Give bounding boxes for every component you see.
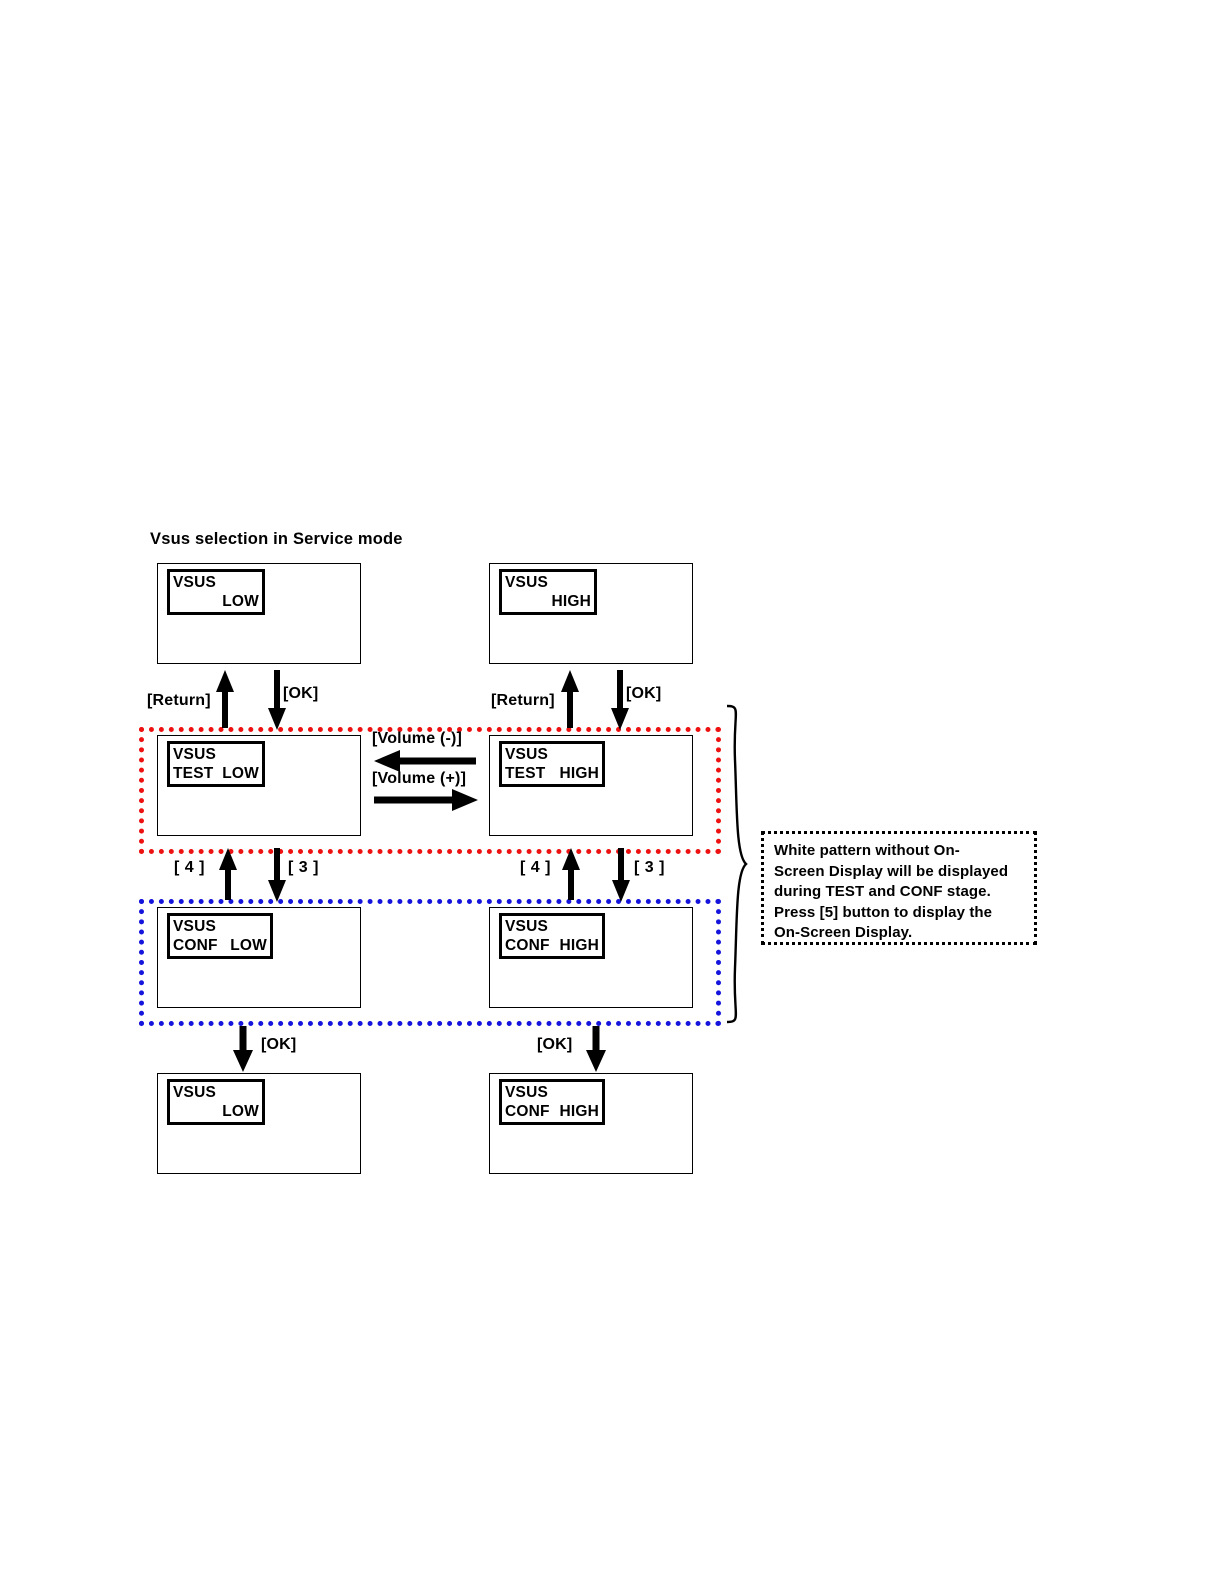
arrow-key4-left xyxy=(219,848,237,900)
osd-mode: TEST xyxy=(505,765,546,782)
osd-value: LOW xyxy=(222,765,259,782)
screen-vsus-conf-low[interactable]: VSUS CONF LOW xyxy=(157,907,361,1008)
label-volume-plus: [Volume (+)] xyxy=(372,770,467,787)
note-brace xyxy=(726,704,748,1024)
test-stage-group-outline xyxy=(139,727,721,854)
arrow-return-left xyxy=(216,670,234,728)
diagram-title: Vsus selection in Service mode xyxy=(150,530,403,548)
screen-vsus-test-high[interactable]: VSUS TEST HIGH xyxy=(489,735,693,836)
osd-vsus-conf-high: VSUS CONF HIGH xyxy=(499,913,605,959)
osd-title: VSUS xyxy=(173,918,217,935)
osd-value: LOW xyxy=(222,1103,259,1120)
osd-vsus-final-conf-high: VSUS CONF HIGH xyxy=(499,1079,605,1125)
label-ok-bottom-left: [OK] xyxy=(261,1036,297,1053)
note-line: Screen Display will be displayed xyxy=(774,862,1009,880)
arrow-key3-right xyxy=(612,848,630,902)
osd-vsus-final-low: VSUS LOW xyxy=(167,1079,265,1125)
label-ok-bottom-right: [OK] xyxy=(537,1036,573,1053)
osd-mode: CONF xyxy=(173,937,218,954)
label-key4-right: [ 4 ] xyxy=(520,859,551,876)
note-line: White pattern without On- xyxy=(774,842,960,859)
osd-title: VSUS xyxy=(505,574,549,591)
label-key3-right: [ 3 ] xyxy=(634,859,665,876)
osd-mode-value: TEST HIGH xyxy=(505,764,599,783)
screen-vsus-final-conf-high[interactable]: VSUS CONF HIGH xyxy=(489,1073,693,1174)
osd-value: HIGH xyxy=(559,765,599,782)
arrow-key3-left xyxy=(268,848,286,902)
arrow-volume-minus xyxy=(374,750,476,772)
osd-value: LOW xyxy=(230,937,267,954)
screen-vsus-high[interactable]: VSUS HIGH xyxy=(489,563,693,664)
osd-mode-value: CONF HIGH xyxy=(505,936,599,955)
osd-vsus-high: VSUS HIGH xyxy=(499,569,597,615)
screen-vsus-final-low[interactable]: VSUS LOW xyxy=(157,1073,361,1174)
osd-mode-value: CONF LOW xyxy=(173,936,267,955)
osd-mode: TEST xyxy=(173,765,214,782)
osd-title: VSUS xyxy=(505,1084,549,1101)
arrow-ok-left xyxy=(268,670,286,730)
arrow-volume-plus xyxy=(374,789,478,811)
conf-stage-group-outline xyxy=(139,899,721,1026)
arrow-key4-right xyxy=(562,848,580,900)
note-box: White pattern without On- Screen Display… xyxy=(761,831,1037,945)
label-return-left: [Return] xyxy=(147,692,211,709)
osd-vsus-conf-low: VSUS CONF LOW xyxy=(167,913,273,959)
osd-value: HIGH xyxy=(551,593,591,610)
osd-title: VSUS xyxy=(173,746,217,763)
label-volume-minus: [Volume (-)] xyxy=(372,730,463,747)
arrow-ok-bottom-right xyxy=(586,1026,606,1072)
label-key3-left: [ 3 ] xyxy=(288,859,319,876)
osd-mode: CONF xyxy=(505,937,550,954)
note-line: during TEST and CONF stage. xyxy=(774,883,991,900)
screen-vsus-test-low[interactable]: VSUS TEST LOW xyxy=(157,735,361,836)
label-key4-left: [ 4 ] xyxy=(174,859,205,876)
osd-title: VSUS xyxy=(173,1084,217,1101)
osd-mode: CONF xyxy=(505,1103,550,1120)
osd-value: LOW xyxy=(222,593,259,610)
osd-title: VSUS xyxy=(505,746,549,763)
osd-title: VSUS xyxy=(505,918,549,935)
osd-mode-value: TEST LOW xyxy=(173,764,259,783)
note-line: On-Screen Display. xyxy=(774,924,913,941)
osd-title: VSUS xyxy=(173,574,217,591)
osd-vsus-test-high: VSUS TEST HIGH xyxy=(499,741,605,787)
osd-mode-value: CONF HIGH xyxy=(505,1102,599,1121)
arrow-ok-bottom-left xyxy=(233,1026,253,1072)
osd-vsus-low: VSUS LOW xyxy=(167,569,265,615)
osd-value: HIGH xyxy=(559,1103,599,1120)
arrow-ok-right xyxy=(611,670,629,730)
osd-value: HIGH xyxy=(559,937,599,954)
label-ok-left: [OK] xyxy=(283,685,319,702)
label-ok-right: [OK] xyxy=(626,685,662,702)
screen-vsus-conf-high[interactable]: VSUS CONF HIGH xyxy=(489,907,693,1008)
arrow-return-right xyxy=(561,670,579,728)
note-line: Press [5] button to display the xyxy=(774,903,993,921)
screen-vsus-low[interactable]: VSUS LOW xyxy=(157,563,361,664)
osd-vsus-test-low: VSUS TEST LOW xyxy=(167,741,265,787)
label-return-right: [Return] xyxy=(491,692,555,709)
